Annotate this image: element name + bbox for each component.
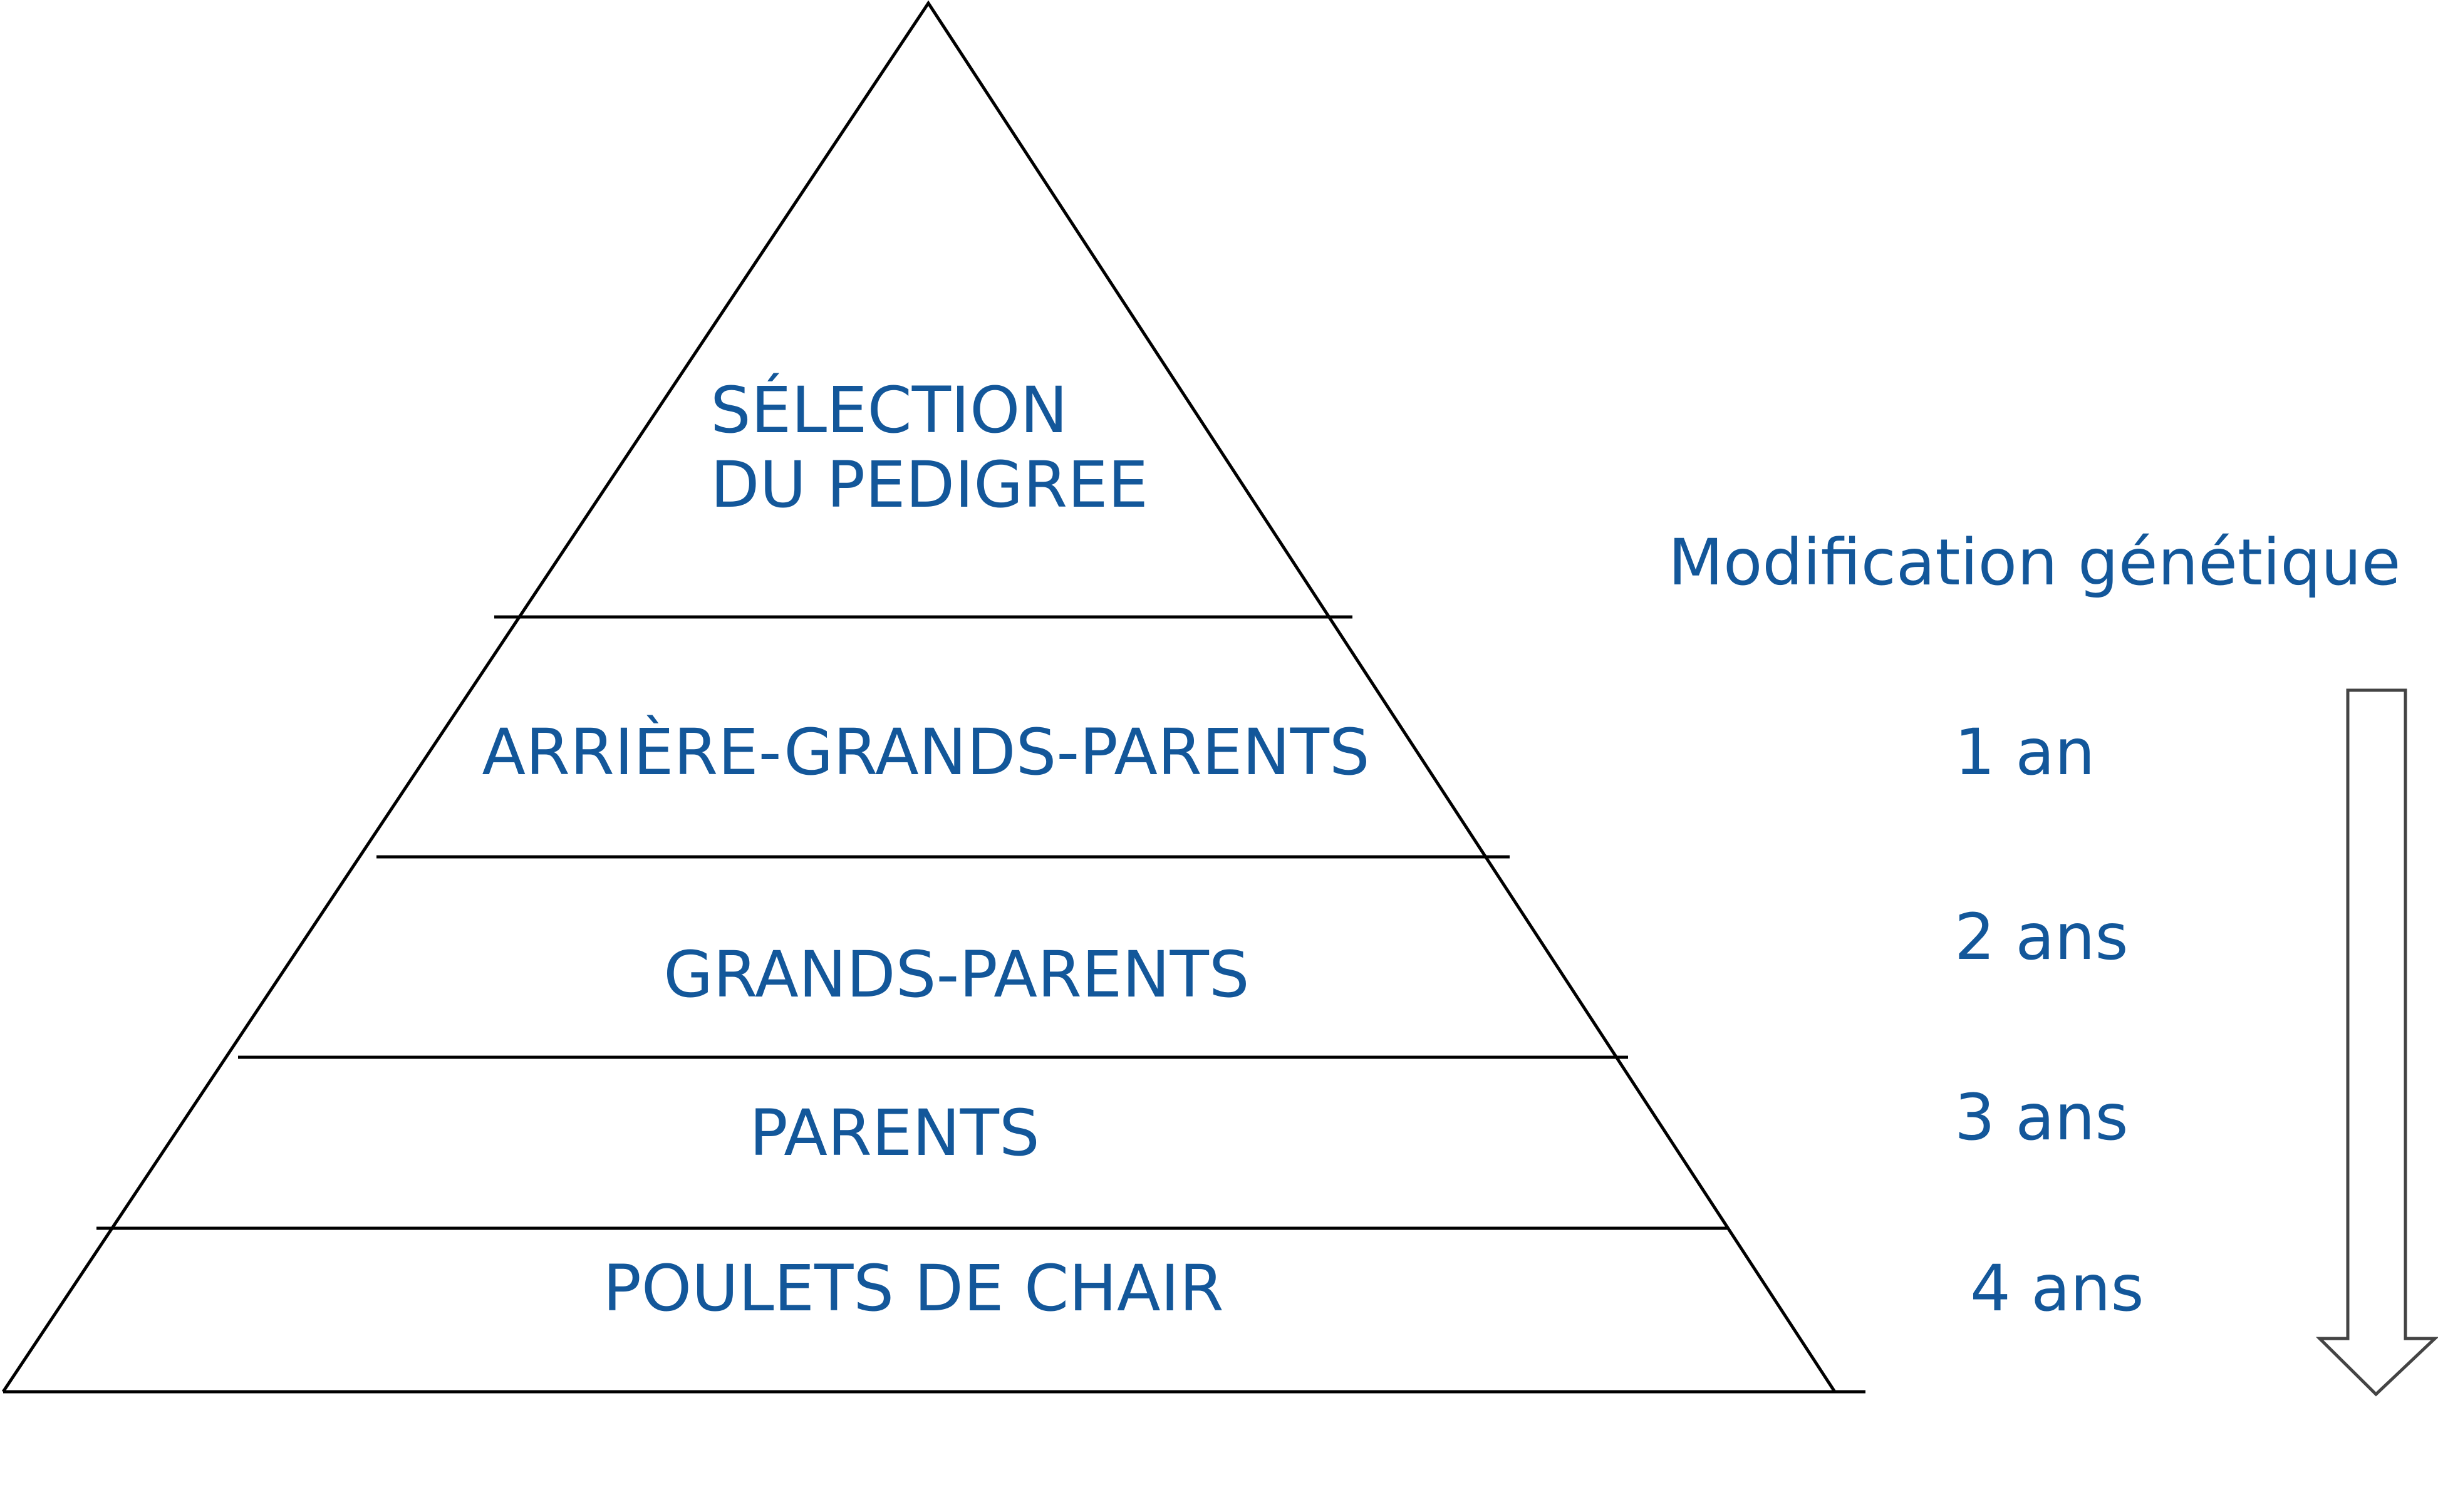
timeline-step-4: 4 ans bbox=[1970, 1251, 2144, 1326]
timeline-step-1: 1 an bbox=[1954, 715, 2095, 790]
timeline: Modification génétique 1 an 2 ans 3 ans … bbox=[1668, 526, 2438, 1397]
timeline-step-2: 2 ans bbox=[1954, 900, 2129, 975]
arrow-down-icon bbox=[2315, 688, 2438, 1397]
timeline-title: Modification génétique bbox=[1668, 526, 2401, 600]
pyramid: SÉLECTION DU PEDIGREE ARRIÈRE-GRANDS-PAR… bbox=[1, 0, 1865, 1394]
level-pedigree-line1: SÉLECTION bbox=[710, 373, 1068, 448]
pyramid-outline bbox=[1, 0, 1837, 1393]
level-grandparents: GRANDS-PARENTS bbox=[663, 938, 1249, 1012]
level-parents: PARENTS bbox=[749, 1096, 1039, 1171]
level-great-grandparents: ARRIÈRE-GRANDS-PARENTS bbox=[482, 715, 1369, 790]
level-pedigree-line2: DU PEDIGREE bbox=[710, 448, 1148, 522]
level-broilers: POULETS DE CHAIR bbox=[603, 1251, 1223, 1326]
timeline-step-3: 3 ans bbox=[1954, 1080, 2129, 1155]
